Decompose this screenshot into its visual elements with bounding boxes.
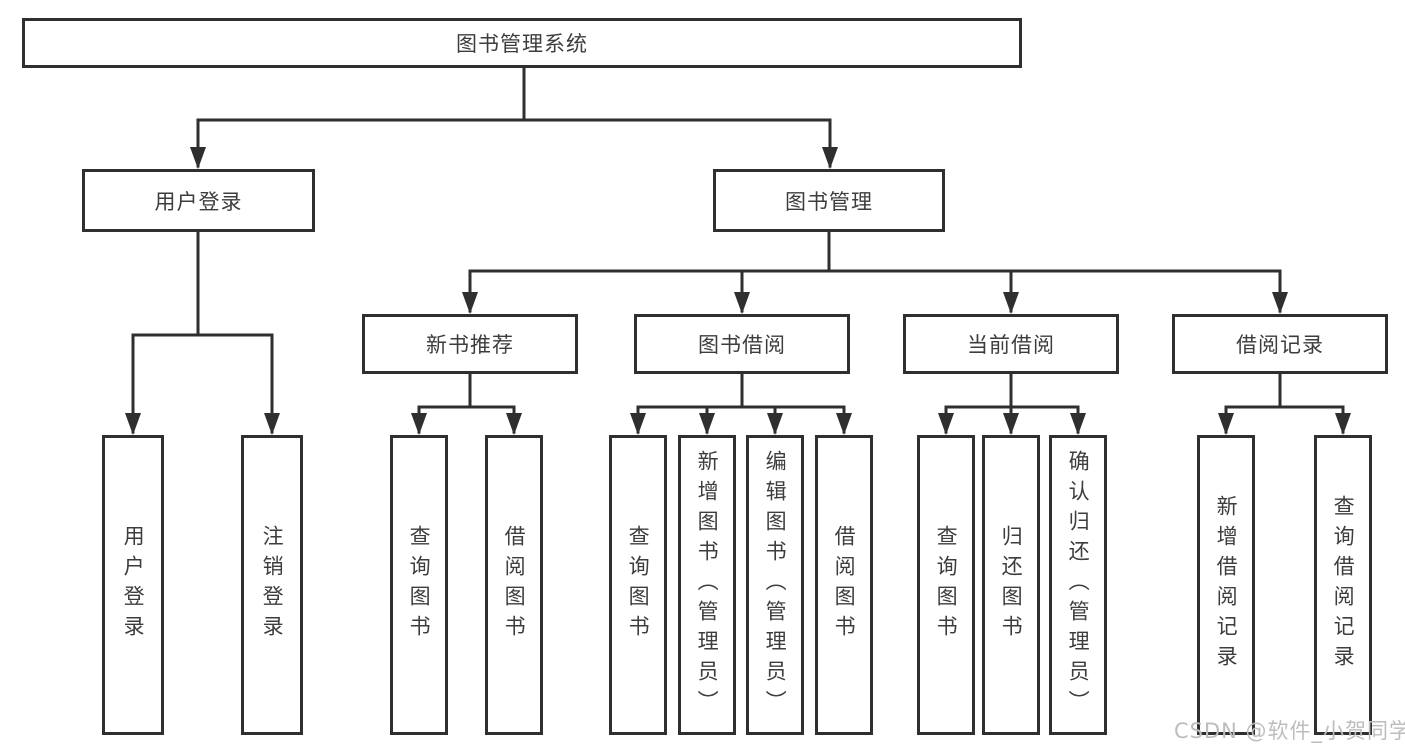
node-label: 新增图书（管理员） (695, 450, 720, 720)
leaf-user-login: 用户登录 (102, 435, 164, 735)
node-root-system: 图书管理系统 (22, 18, 1022, 68)
arrow-icon (411, 413, 427, 435)
arrow-icon (630, 413, 646, 435)
arrow-icon (822, 147, 838, 169)
arrow-icon (1335, 413, 1351, 435)
leaf-logout: 注销登录 (241, 435, 303, 735)
node-label: 当前借阅 (967, 333, 1055, 357)
arrow-icon (190, 147, 206, 169)
node-label: 新书推荐 (426, 333, 514, 357)
arrow-icon (734, 292, 750, 314)
leaf-query-books: 查询图书 (390, 435, 448, 735)
arrow-icon (264, 413, 280, 435)
leaf-borrow-books: 借阅图书 (485, 435, 543, 735)
node-label: 图书管理 (785, 189, 873, 214)
arrow-icon (1070, 413, 1086, 435)
arrowheads (125, 147, 1351, 435)
arrow-icon (1003, 292, 1019, 314)
node-label: 借阅记录 (1236, 333, 1324, 357)
connector-new-books (417, 372, 516, 434)
node-borrowing-records: 借阅记录 (1172, 314, 1388, 374)
connector-user-login (131, 230, 274, 434)
arrow-icon (462, 292, 478, 314)
leaf-query-borrow-record: 查询借阅记录 (1314, 435, 1372, 735)
node-label: 编辑图书（管理员） (763, 450, 788, 720)
node-label: 借阅图书 (832, 525, 857, 645)
leaf-add-books-admin: 新增图书（管理员） (678, 435, 736, 735)
leaf-return-books: 归还图书 (982, 435, 1040, 735)
node-label: 新增借阅记录 (1214, 495, 1239, 675)
arrow-icon (938, 413, 954, 435)
arrow-icon (1272, 292, 1288, 314)
node-label: 用户登录 (121, 525, 146, 645)
node-label: 查询图书 (407, 525, 432, 645)
csdn-watermark: CSDN @软件_小贺同学 (1174, 719, 1405, 743)
node-user-login: 用户登录 (82, 169, 315, 232)
leaf-query-books: 查询图书 (917, 435, 975, 735)
node-label: 注销登录 (260, 525, 285, 645)
arrow-icon (767, 413, 783, 435)
node-label: 图书借阅 (698, 333, 786, 357)
connector-book-mgmt (468, 230, 1282, 313)
connector-borrowing (636, 372, 846, 434)
leaf-edit-books-admin: 编辑图书（管理员） (746, 435, 804, 735)
node-label: 借阅图书 (502, 525, 527, 645)
node-label: 图书管理系统 (456, 32, 588, 56)
arrow-icon (699, 413, 715, 435)
node-label: 用户登录 (154, 189, 243, 214)
node-label: 确认归还（管理员） (1066, 450, 1091, 720)
node-book-management: 图书管理 (713, 169, 945, 232)
node-label: 归还图书 (999, 525, 1024, 645)
node-label: 查询图书 (626, 525, 651, 645)
leaf-confirm-return-admin: 确认归还（管理员） (1049, 435, 1107, 735)
connector-root (196, 66, 832, 168)
arrow-icon (836, 413, 852, 435)
node-new-book-recommendation: 新书推荐 (362, 314, 578, 374)
arrow-icon (125, 413, 141, 435)
node-book-borrowing: 图书借阅 (634, 314, 850, 374)
node-label: 查询图书 (934, 525, 959, 645)
arrow-icon (506, 413, 522, 435)
arrow-icon (1218, 413, 1234, 435)
leaf-add-borrow-record: 新增借阅记录 (1197, 435, 1255, 735)
leaf-borrow-books: 借阅图书 (815, 435, 873, 735)
arrow-icon (1003, 413, 1019, 435)
leaf-query-books: 查询图书 (609, 435, 667, 735)
node-current-borrowing: 当前借阅 (903, 314, 1119, 374)
connector-records (1224, 372, 1345, 434)
node-label: 查询借阅记录 (1331, 495, 1356, 675)
